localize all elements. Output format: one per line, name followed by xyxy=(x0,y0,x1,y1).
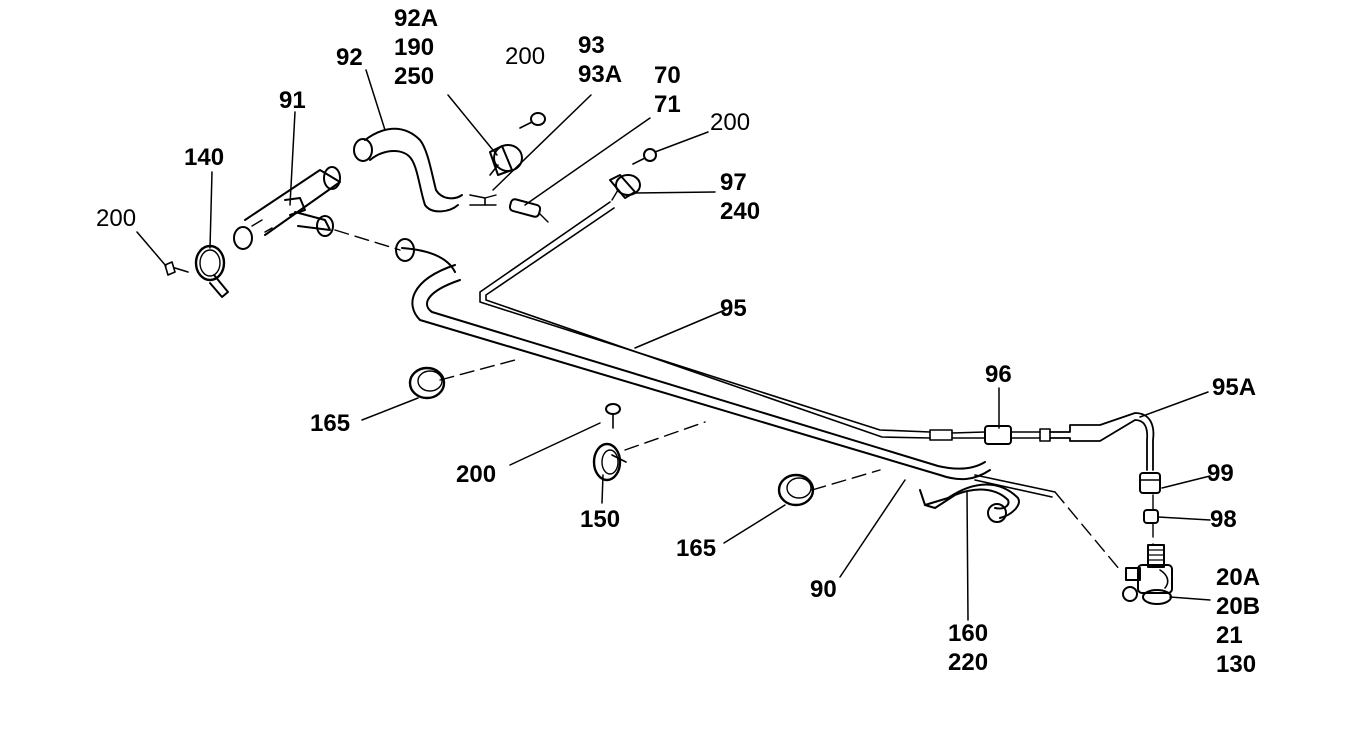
callout-96: 96 xyxy=(985,360,1012,389)
callout-line: 90 xyxy=(810,576,837,603)
bracket-97 xyxy=(609,174,641,199)
callout-line: 160 xyxy=(948,620,989,647)
sensor-70 xyxy=(508,198,549,223)
hose-92 xyxy=(353,127,497,213)
screw-200-top xyxy=(519,112,546,129)
callout-line: 71 xyxy=(654,91,681,118)
callout-line: 240 xyxy=(720,198,761,225)
callout-line: 200 xyxy=(456,461,497,488)
pipe-90 xyxy=(395,238,991,481)
callout-90: 90 xyxy=(810,575,837,604)
callout-line: 97 xyxy=(720,169,747,196)
callout-150: 150 xyxy=(580,505,620,534)
nut-99 xyxy=(1139,472,1161,494)
clamp-165-right xyxy=(777,473,815,507)
callout-line: 92 xyxy=(336,44,363,71)
pipe-95a xyxy=(1049,412,1155,471)
pipe-160 xyxy=(919,474,1056,523)
callout-200-left: 200 xyxy=(96,204,136,233)
callout-92: 92 xyxy=(336,43,363,72)
screw-200-mid xyxy=(605,403,621,429)
leader-lines xyxy=(136,69,1211,621)
callout-91: 91 xyxy=(279,86,306,115)
callout-line: 96 xyxy=(985,361,1012,388)
callout-98: 98 xyxy=(1210,505,1237,534)
callout-95: 95 xyxy=(720,294,747,323)
callout-line: 200 xyxy=(96,205,137,232)
callout-line: 95A xyxy=(1212,374,1257,401)
valve-20a xyxy=(1122,544,1173,605)
callout-95a: 95A xyxy=(1212,373,1256,402)
callout-99: 99 xyxy=(1207,459,1234,488)
callout-line: 21 xyxy=(1216,622,1243,649)
olive-98 xyxy=(1143,509,1159,524)
alignment-lines xyxy=(334,189,1154,571)
screw-200-left xyxy=(164,261,189,276)
clamp-140 xyxy=(194,244,229,298)
callout-line: 98 xyxy=(1210,506,1237,533)
callout-line: 165 xyxy=(676,535,717,562)
clamp-165-left xyxy=(408,366,446,400)
callout-line: 165 xyxy=(310,410,351,437)
clip-150 xyxy=(592,442,627,482)
callout-line: 99 xyxy=(1207,460,1234,487)
callout-200-mid: 200 xyxy=(456,460,496,489)
callout-line: 220 xyxy=(948,649,989,676)
callout-line: 20A xyxy=(1216,564,1261,591)
callout-140: 140 xyxy=(184,143,224,172)
callout-line: 200 xyxy=(505,43,546,70)
callout-line: 130 xyxy=(1216,651,1257,678)
callout-200-top: 200 xyxy=(505,42,545,71)
callout-200-right: 200 xyxy=(710,108,750,137)
callout-line: 93 xyxy=(578,32,605,59)
callout-line: 250 xyxy=(394,63,435,90)
callout-line: 150 xyxy=(580,506,621,533)
callout-line: 91 xyxy=(279,87,306,114)
callout-line: 200 xyxy=(710,109,751,136)
callout-165-right: 165 xyxy=(676,534,716,563)
callout-line: 92A xyxy=(394,5,439,32)
callout-165-left: 165 xyxy=(310,409,350,438)
callout-line: 93A xyxy=(578,61,623,88)
tee-91 xyxy=(233,166,341,250)
sensor-92a xyxy=(489,144,523,176)
callout-line: 190 xyxy=(394,34,435,61)
connector-96 xyxy=(984,425,1051,445)
screw-200-right xyxy=(632,148,657,165)
pipe-95 xyxy=(479,201,986,441)
callout-line: 95 xyxy=(720,295,747,322)
callout-line: 70 xyxy=(654,62,681,89)
callout-line: 20B xyxy=(1216,593,1261,620)
callout-line: 140 xyxy=(184,144,225,171)
